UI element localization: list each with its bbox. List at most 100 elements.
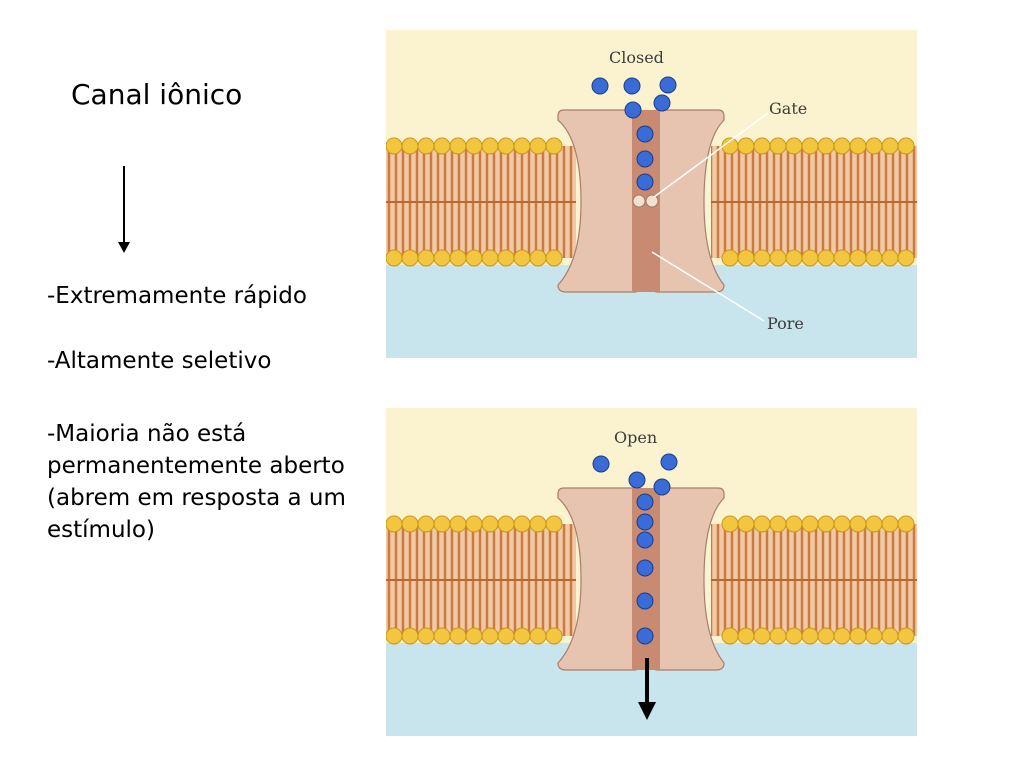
lipid-head — [465, 515, 483, 533]
lipid-head — [497, 627, 515, 645]
ion-flow-arrow-head — [638, 702, 656, 720]
lipid-head — [417, 137, 435, 155]
lipid-head — [529, 137, 547, 155]
lipid-head — [769, 627, 787, 645]
open-channel-diagram: Open — [386, 408, 917, 736]
lipid-head — [865, 627, 883, 645]
lipid-head — [785, 515, 803, 533]
lipid-head — [401, 249, 419, 267]
lipid-head — [417, 249, 435, 267]
lipid-head — [897, 515, 915, 533]
lipid-head — [897, 249, 915, 267]
gate-left — [632, 194, 646, 208]
lipid-head — [417, 515, 435, 533]
lipid-head — [433, 627, 451, 645]
lipid-head — [497, 249, 515, 267]
lipid-head — [386, 627, 403, 645]
lipid-head — [545, 249, 563, 267]
lipid-head — [881, 627, 899, 645]
lipid-head — [881, 137, 899, 155]
lipid-head — [465, 137, 483, 155]
lipid-head — [785, 249, 803, 267]
bullet-selective: -Altamente seletivo — [47, 348, 272, 374]
gate-pointer — [653, 112, 769, 198]
lipid-head — [481, 627, 499, 645]
lipid-head — [753, 515, 771, 533]
lipid-head — [769, 137, 787, 155]
lipid-head — [801, 515, 819, 533]
lipid-head — [449, 627, 467, 645]
lipid-head — [386, 515, 403, 533]
lipid-head — [801, 249, 819, 267]
lipid-head — [513, 627, 531, 645]
slide-title: Canal iônico — [71, 78, 243, 111]
lipid-head — [529, 249, 547, 267]
closed-channel-diagram: Closed Gate Pore — [386, 30, 917, 358]
lipid-head — [753, 627, 771, 645]
lipid-head — [865, 515, 883, 533]
lipid-head — [753, 249, 771, 267]
lipid-head — [737, 515, 755, 533]
lipid-head — [465, 627, 483, 645]
down-arrow-head — [118, 242, 130, 253]
lipid-head — [849, 627, 867, 645]
lipid-head — [721, 249, 739, 267]
lipid-head — [386, 249, 403, 267]
lipid-head — [721, 515, 739, 533]
lipid-head — [481, 137, 499, 155]
lipid-head — [801, 137, 819, 155]
lipid-head — [513, 137, 531, 155]
lipid-head — [481, 249, 499, 267]
lipid-head — [401, 627, 419, 645]
lipid-head — [433, 249, 451, 267]
lipid-head — [513, 249, 531, 267]
lipid-head — [401, 137, 419, 155]
lipid-head — [481, 515, 499, 533]
lipid-head — [897, 627, 915, 645]
ions — [591, 76, 677, 191]
lipid-head — [897, 137, 915, 155]
lipid-head — [785, 137, 803, 155]
ions — [592, 453, 678, 645]
lipid-head — [833, 137, 851, 155]
lipid-head — [433, 137, 451, 155]
lipid-head — [401, 515, 419, 533]
channel-subunit-left — [557, 487, 637, 671]
lipid-head — [433, 515, 451, 533]
lipid-head — [513, 515, 531, 533]
pore-label: Pore — [767, 314, 804, 333]
channel-subunit-left — [557, 109, 637, 293]
lipid-head — [833, 627, 851, 645]
lipid-head — [737, 137, 755, 155]
lipid-head — [449, 515, 467, 533]
lipid-head — [529, 627, 547, 645]
lipid-head — [529, 515, 547, 533]
lipid-head — [817, 137, 835, 155]
lipid-head — [801, 627, 819, 645]
lipid-head — [465, 249, 483, 267]
lipid-head — [849, 515, 867, 533]
lipid-head — [545, 627, 563, 645]
lipid-head — [865, 249, 883, 267]
lipid-heads — [386, 515, 915, 645]
bullet-not-always-open: -Maioria não está permanentemente aberto… — [47, 421, 346, 543]
lipid-head — [545, 137, 563, 155]
gate-right — [645, 194, 659, 208]
lipid-head — [449, 249, 467, 267]
lipid-head — [737, 627, 755, 645]
lipid-head — [833, 249, 851, 267]
lipid-head — [817, 627, 835, 645]
down-arrow-line — [123, 166, 125, 244]
lipid-head — [849, 137, 867, 155]
lipid-head — [833, 515, 851, 533]
channel-subunit-right — [655, 487, 725, 671]
pore-pointer — [651, 251, 765, 322]
lipid-head — [497, 137, 515, 155]
lipid-head — [881, 515, 899, 533]
channel-subunit-right — [655, 109, 725, 293]
lipid-heads — [386, 137, 915, 267]
lipid-head — [497, 515, 515, 533]
lipid-head — [769, 515, 787, 533]
lipid-head — [753, 137, 771, 155]
lipid-head — [737, 249, 755, 267]
